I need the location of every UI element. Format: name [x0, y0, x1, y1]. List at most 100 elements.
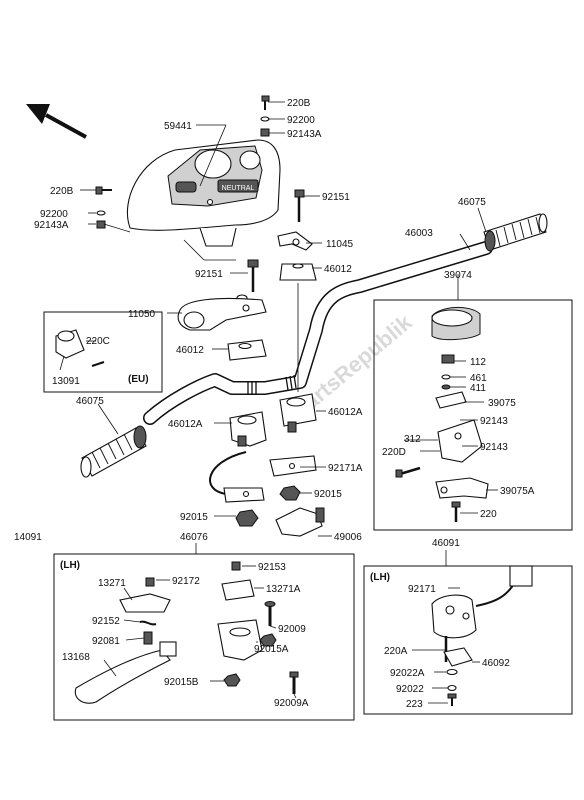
label-220d: 220D	[382, 447, 406, 458]
label-220c: 220C	[86, 336, 110, 347]
label-13271a: 13271A	[266, 584, 301, 595]
bracket-11050	[177, 297, 267, 331]
washer-92200-top	[260, 116, 270, 122]
label-92009a: 92009A	[274, 698, 309, 709]
switch-cover-39074	[431, 307, 481, 341]
bolt-92151-a	[294, 189, 305, 222]
label-39074: 39074	[444, 270, 472, 281]
pin-92081	[143, 631, 153, 645]
label-92143-a: 92143	[480, 416, 508, 427]
label-92015b: 92015B	[164, 677, 199, 688]
nut-92015-a	[279, 485, 301, 501]
label-46092: 46092	[482, 658, 510, 669]
label-92151-a: 92151	[322, 192, 350, 203]
switch-assembly-46091	[431, 565, 533, 639]
screw-220	[451, 501, 461, 522]
grip-46075-left[interactable]	[80, 425, 147, 478]
bolt-92009	[264, 601, 276, 626]
label-39075a: 39075A	[500, 486, 535, 497]
label-220b-left: 220B	[50, 186, 74, 197]
label-59441: 59441	[164, 121, 192, 132]
grip-46075-right[interactable]	[483, 213, 548, 252]
bolt-92151-b	[236, 259, 259, 302]
nut-92015a	[259, 633, 277, 647]
lever-39075	[435, 391, 467, 409]
bracket-13271	[119, 593, 171, 613]
label-220: 220	[480, 509, 497, 520]
bracket-46092	[443, 647, 473, 667]
label-46012-b: 46012	[176, 345, 204, 356]
meter-cover[interactable]: NEUTRAL	[126, 139, 281, 247]
bolt-92009a	[289, 671, 299, 694]
label-92200-top: 92200	[287, 115, 315, 126]
label-92151-b: 92151	[195, 269, 223, 280]
label-eu: (EU)	[128, 374, 149, 385]
screw-223	[447, 693, 457, 706]
label-46012a-right: 46012A	[328, 407, 363, 418]
label-220b-top: 220B	[287, 98, 311, 109]
bracket-13271a	[221, 579, 255, 601]
bolt-220b-top	[261, 95, 270, 110]
holder-46012-upper	[279, 263, 317, 281]
label-39075: 39075	[488, 398, 516, 409]
label-92143-b: 92143	[480, 442, 508, 453]
nut-92015-b	[235, 509, 259, 527]
label-92009: 92009	[278, 624, 306, 635]
label-49006: 49006	[334, 532, 362, 543]
bolt-220b-left	[95, 186, 112, 195]
label-411: 411	[470, 383, 486, 394]
label-46091: 46091	[432, 538, 460, 549]
holder-left-lever	[217, 619, 263, 661]
holder-46012-lower	[227, 339, 267, 361]
label-11050: 11050	[128, 309, 156, 320]
label-461: 461	[470, 373, 487, 384]
label-92152: 92152	[92, 616, 120, 627]
label-13271: 13271	[98, 578, 126, 589]
lever-13168[interactable]	[74, 641, 177, 704]
label-92171: 92171	[408, 584, 436, 595]
direction-arrow-icon	[26, 104, 87, 139]
label-11045: 11045	[326, 239, 354, 250]
holder-46012a-right	[279, 393, 317, 433]
part-13091	[55, 329, 85, 359]
label-46075-left: 46075	[76, 396, 104, 407]
label-46076: 46076	[180, 532, 208, 543]
washer-92022a	[446, 668, 458, 676]
clamp-92171a	[209, 451, 317, 503]
label-46075-right: 46075	[458, 197, 486, 208]
label-92143a-top: 92143A	[287, 129, 322, 140]
leader-lines	[59, 101, 498, 704]
part-49006	[275, 507, 325, 537]
nut-92015b	[223, 673, 241, 687]
label-92022a: 92022A	[390, 668, 425, 679]
right-switch-box	[373, 299, 573, 531]
label-14091: 14091	[14, 532, 42, 543]
part-labels: 220B 92200 92143A 59441 220B 92200 92143…	[14, 98, 535, 710]
label-92172: 92172	[172, 576, 200, 587]
eu-variant-box	[43, 311, 163, 393]
screw-220d	[395, 466, 421, 478]
label-312: 312	[404, 434, 421, 445]
label-92143a-left: 92143A	[34, 220, 69, 231]
switch-housing	[437, 419, 483, 463]
label-92022: 92022	[396, 684, 424, 695]
bolt-92153	[231, 561, 241, 571]
label-92171a: 92171A	[328, 463, 363, 474]
screw-112	[441, 354, 455, 364]
handlebar-46003[interactable]	[143, 241, 493, 425]
lever-39075a	[435, 477, 489, 499]
label-92015a: 92015A	[254, 644, 289, 655]
label-92153: 92153	[258, 562, 286, 573]
label-lh-right: (LH)	[370, 572, 390, 583]
bolt-92172	[145, 577, 155, 587]
left-lever-box	[53, 553, 355, 721]
holder-46012a-left	[229, 411, 267, 447]
label-46003: 46003	[405, 228, 433, 239]
screw-220c	[91, 361, 105, 367]
grommet-92143a-top	[260, 128, 270, 137]
spring-92152	[139, 620, 157, 626]
label-13091: 13091	[52, 376, 80, 387]
label-220a: 220A	[384, 646, 408, 657]
